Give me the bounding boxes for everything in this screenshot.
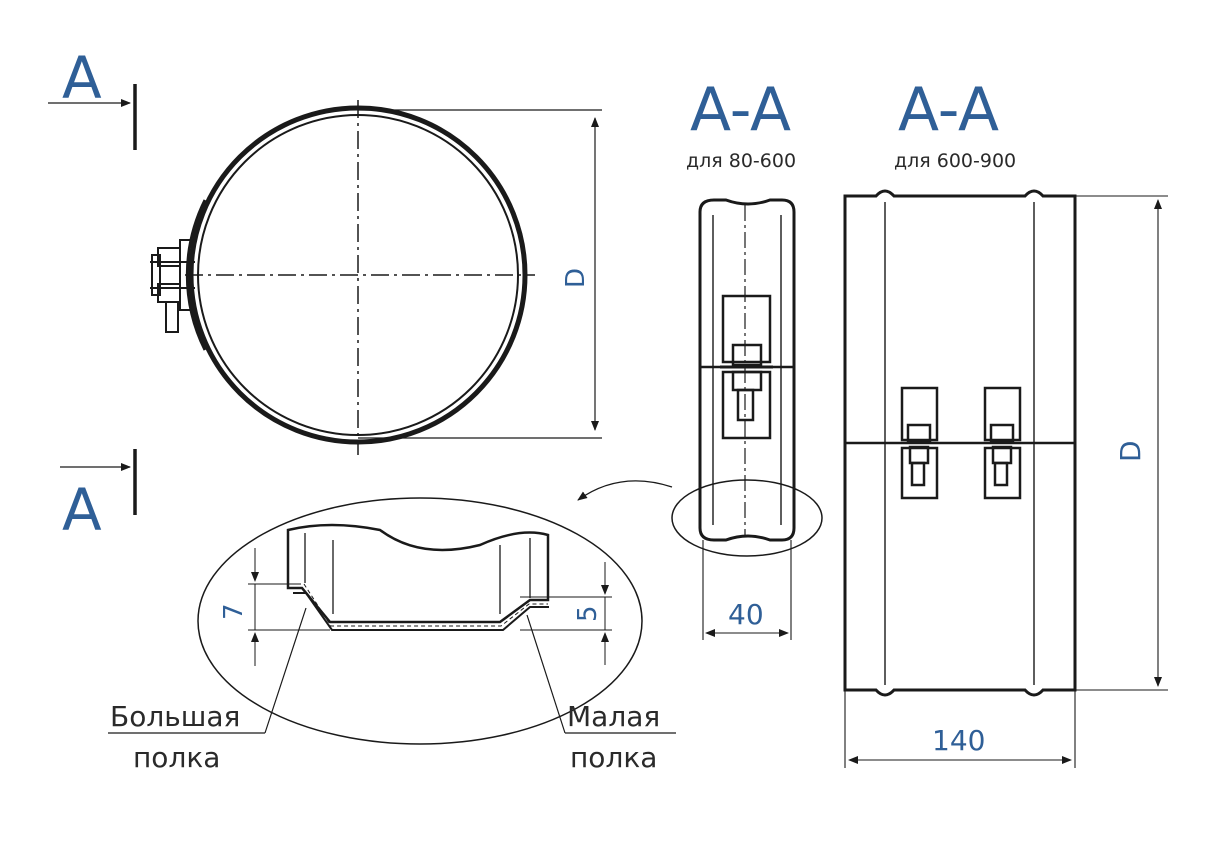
section-small: A-A для 80-600 40	[577, 75, 823, 640]
section-small-width: 40	[728, 598, 764, 631]
small-shelf-label-2: полка	[570, 741, 657, 774]
clamp-front-view: D	[150, 100, 602, 455]
dim-large-shelf: 7	[219, 603, 249, 620]
clamp-lock-small	[720, 294, 773, 440]
section-small-title: A-A	[690, 75, 791, 145]
bolt-lug	[150, 239, 195, 333]
section-large: A-A для 600-900 D 140	[843, 75, 1168, 768]
clamp-lock-large-right	[983, 386, 1022, 500]
section-large-subtitle: для 600-900	[894, 150, 1016, 172]
section-letter-top: A	[62, 44, 102, 112]
profile-detail: 7 5 Большая полка Малая полка	[108, 497, 676, 774]
dim-small-shelf: 5	[573, 605, 603, 622]
section-small-subtitle: для 80-600	[686, 150, 796, 172]
diameter-label-section: D	[1114, 440, 1147, 462]
clamp-lock-large-left	[900, 386, 939, 500]
small-shelf-label-1: Малая	[567, 700, 660, 733]
diameter-label-front: D	[561, 268, 591, 288]
large-shelf-label-1: Большая	[110, 700, 240, 733]
section-large-title: A-A	[898, 75, 999, 145]
section-large-width: 140	[932, 724, 985, 757]
section-marker-top: A	[48, 44, 137, 150]
section-letter-bottom: A	[62, 476, 102, 544]
large-shelf-label-2: полка	[133, 741, 220, 774]
section-marker-bottom: A	[60, 449, 137, 544]
